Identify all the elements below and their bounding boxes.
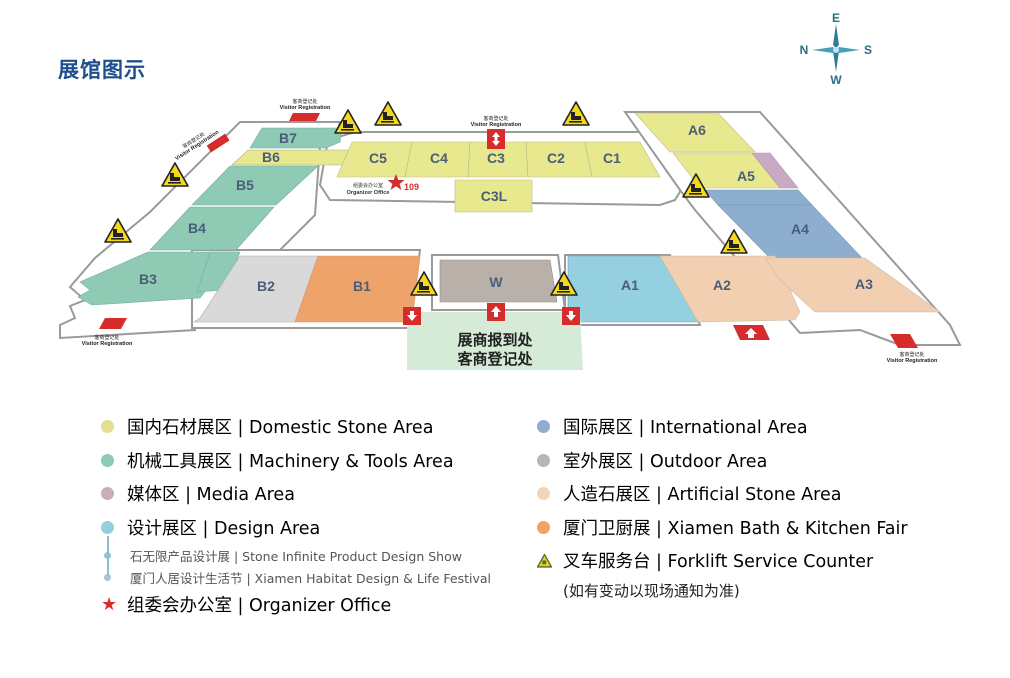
entrance-arrow-icon xyxy=(890,334,918,348)
visitor-registration-top-left[interactable]: 客商登记处 Visitor Registration xyxy=(280,98,331,121)
legend-item-machinery: 机械工具展区 | Machinery & Tools Area xyxy=(101,444,491,478)
legend-left: 国内石材展区 | Domestic Stone Area 机械工具展区 | Ma… xyxy=(101,410,491,622)
entrance-arrow-icon xyxy=(289,113,320,121)
hall-c3[interactable]: C3 xyxy=(487,150,505,166)
hall-c2[interactable]: C2 xyxy=(547,150,565,166)
visitor-registration-bottom-right[interactable]: 客商登记处 Visitor Registration xyxy=(887,334,938,364)
star-icon xyxy=(387,174,405,190)
change-notice: (如有变动以现场通知为准) xyxy=(563,582,740,600)
legend-item-outdoor: 室外展区 | Outdoor Area xyxy=(537,444,908,478)
hall-a1[interactable]: A1 xyxy=(621,277,639,293)
hall-b4[interactable]: B4 xyxy=(188,220,206,236)
hall-a2[interactable]: A2 xyxy=(713,277,731,293)
compass-west-label: W xyxy=(830,73,842,87)
organizer-office-marker[interactable]: 组委会办公室 Organizer Office 109 xyxy=(347,174,419,196)
hall-a5[interactable]: A5 xyxy=(737,168,755,184)
design-swatch-icon xyxy=(101,520,114,534)
legend-item-design: 设计展区 | Design Area xyxy=(101,511,491,545)
design-sub-connector xyxy=(107,536,109,576)
hall-c3l[interactable]: C3L xyxy=(481,188,508,204)
hall-c1[interactable]: C1 xyxy=(603,150,621,166)
hall-a4[interactable]: A4 xyxy=(791,221,809,237)
page-title: 展馆图示 xyxy=(58,58,146,82)
svg-text:Visitor Registration: Visitor Registration xyxy=(280,105,331,111)
visitor-registration-area-label: 客商登记处 xyxy=(456,350,533,368)
hall-b5[interactable]: B5 xyxy=(236,177,254,193)
compass-east-label: E xyxy=(832,11,840,25)
international-swatch-icon xyxy=(537,420,550,434)
legend-item-bath-kitchen: 厦门卫厨展 | Xiamen Bath & Kitchen Fair xyxy=(537,511,908,545)
hall-c5[interactable]: C5 xyxy=(369,150,387,166)
legend-item-domestic-stone: 国内石材展区 | Domestic Stone Area xyxy=(101,410,491,444)
bath-kitchen-swatch-icon xyxy=(537,520,550,534)
visitor-registration-top-center[interactable]: 客商登记处 Visitor Registration xyxy=(471,115,522,149)
hall-a6[interactable]: A6 xyxy=(688,122,706,138)
hall-b7[interactable]: B7 xyxy=(279,130,297,146)
svg-text:客商登记处: 客商登记处 xyxy=(483,115,508,122)
floor-plan-map: 展商报到处 客商登记处 B7 B6 B5 B4 B3 B2 B1 C5 C4 C… xyxy=(59,98,962,370)
svg-text:客商登记处: 客商登记处 xyxy=(899,351,924,358)
hall-group-c xyxy=(336,141,661,213)
legend-item-forklift: 叉车服务台 | Forklift Service Counter xyxy=(537,544,908,578)
entrance-arrow-icon xyxy=(99,318,127,329)
legend-item-international: 国际展区 | International Area xyxy=(537,410,908,444)
legend-sub-item-stone-infinite: 石无限产品设计展 | Stone Infinite Product Design… xyxy=(101,544,491,566)
compass-icon: E W N S xyxy=(800,11,872,87)
hall-a3[interactable]: A3 xyxy=(855,276,873,292)
sub-swatch-icon xyxy=(104,573,111,581)
media-swatch-icon xyxy=(101,487,114,501)
compass-south-label: S xyxy=(864,43,872,57)
artificial-stone-swatch-icon xyxy=(537,487,550,501)
legend-item-organizer-office: ★ 组委会办公室 | Organizer Office xyxy=(101,594,392,617)
svg-text:Visitor Registration: Visitor Registration xyxy=(887,358,938,364)
hall-b2[interactable]: B2 xyxy=(257,278,275,294)
outdoor-swatch-icon xyxy=(537,453,550,467)
forklift-warning-icon xyxy=(537,553,552,568)
compass-north-label: N xyxy=(800,43,809,57)
svg-text:Visitor Registration: Visitor Registration xyxy=(82,341,133,347)
svg-text:109: 109 xyxy=(404,182,419,192)
svg-text:组委会办公室: 组委会办公室 xyxy=(353,182,383,189)
svg-text:客商登记处: 客商登记处 xyxy=(292,98,317,105)
machinery-swatch-icon xyxy=(101,453,114,467)
hall-c4[interactable]: C4 xyxy=(430,150,448,166)
legend-right: 国际展区 | International Area 室外展区 | Outdoor… xyxy=(537,410,908,604)
entrance-arrow-icon xyxy=(403,303,770,340)
legend-item-media: 媒体区 | Media Area xyxy=(101,477,491,511)
star-icon: ★ xyxy=(101,594,118,616)
visitor-registration-bottom-left[interactable]: 客商登记处 Visitor Registration xyxy=(82,318,133,347)
registration-area xyxy=(407,312,583,370)
svg-text:Organizer Office: Organizer Office xyxy=(347,190,390,196)
svg-text:Visitor Registration: Visitor Registration xyxy=(471,122,522,128)
hall-group-b xyxy=(77,127,421,323)
entrance-arrow-icon xyxy=(206,133,230,153)
exhibitor-check-in-label: 展商报到处 xyxy=(457,331,533,349)
hall-b1[interactable]: B1 xyxy=(353,278,371,294)
hall-group-a xyxy=(567,112,941,323)
legend-item-artificial-stone: 人造石展区 | Artificial Stone Area xyxy=(537,477,908,511)
svg-text:客商登记处: 客商登记处 xyxy=(94,334,119,341)
design-sub-list: 石无限产品设计展 | Stone Infinite Product Design… xyxy=(101,536,491,588)
hall-w xyxy=(439,259,558,303)
hall-w-label[interactable]: W xyxy=(489,274,503,290)
legend-sub-item-habitat-festival: 厦门人居设计生活节 | Xiamen Habitat Design & Life… xyxy=(101,566,491,588)
hall-b3[interactable]: B3 xyxy=(139,271,157,287)
hall-b6[interactable]: B6 xyxy=(262,149,280,165)
domestic-stone-swatch-icon xyxy=(101,420,114,434)
